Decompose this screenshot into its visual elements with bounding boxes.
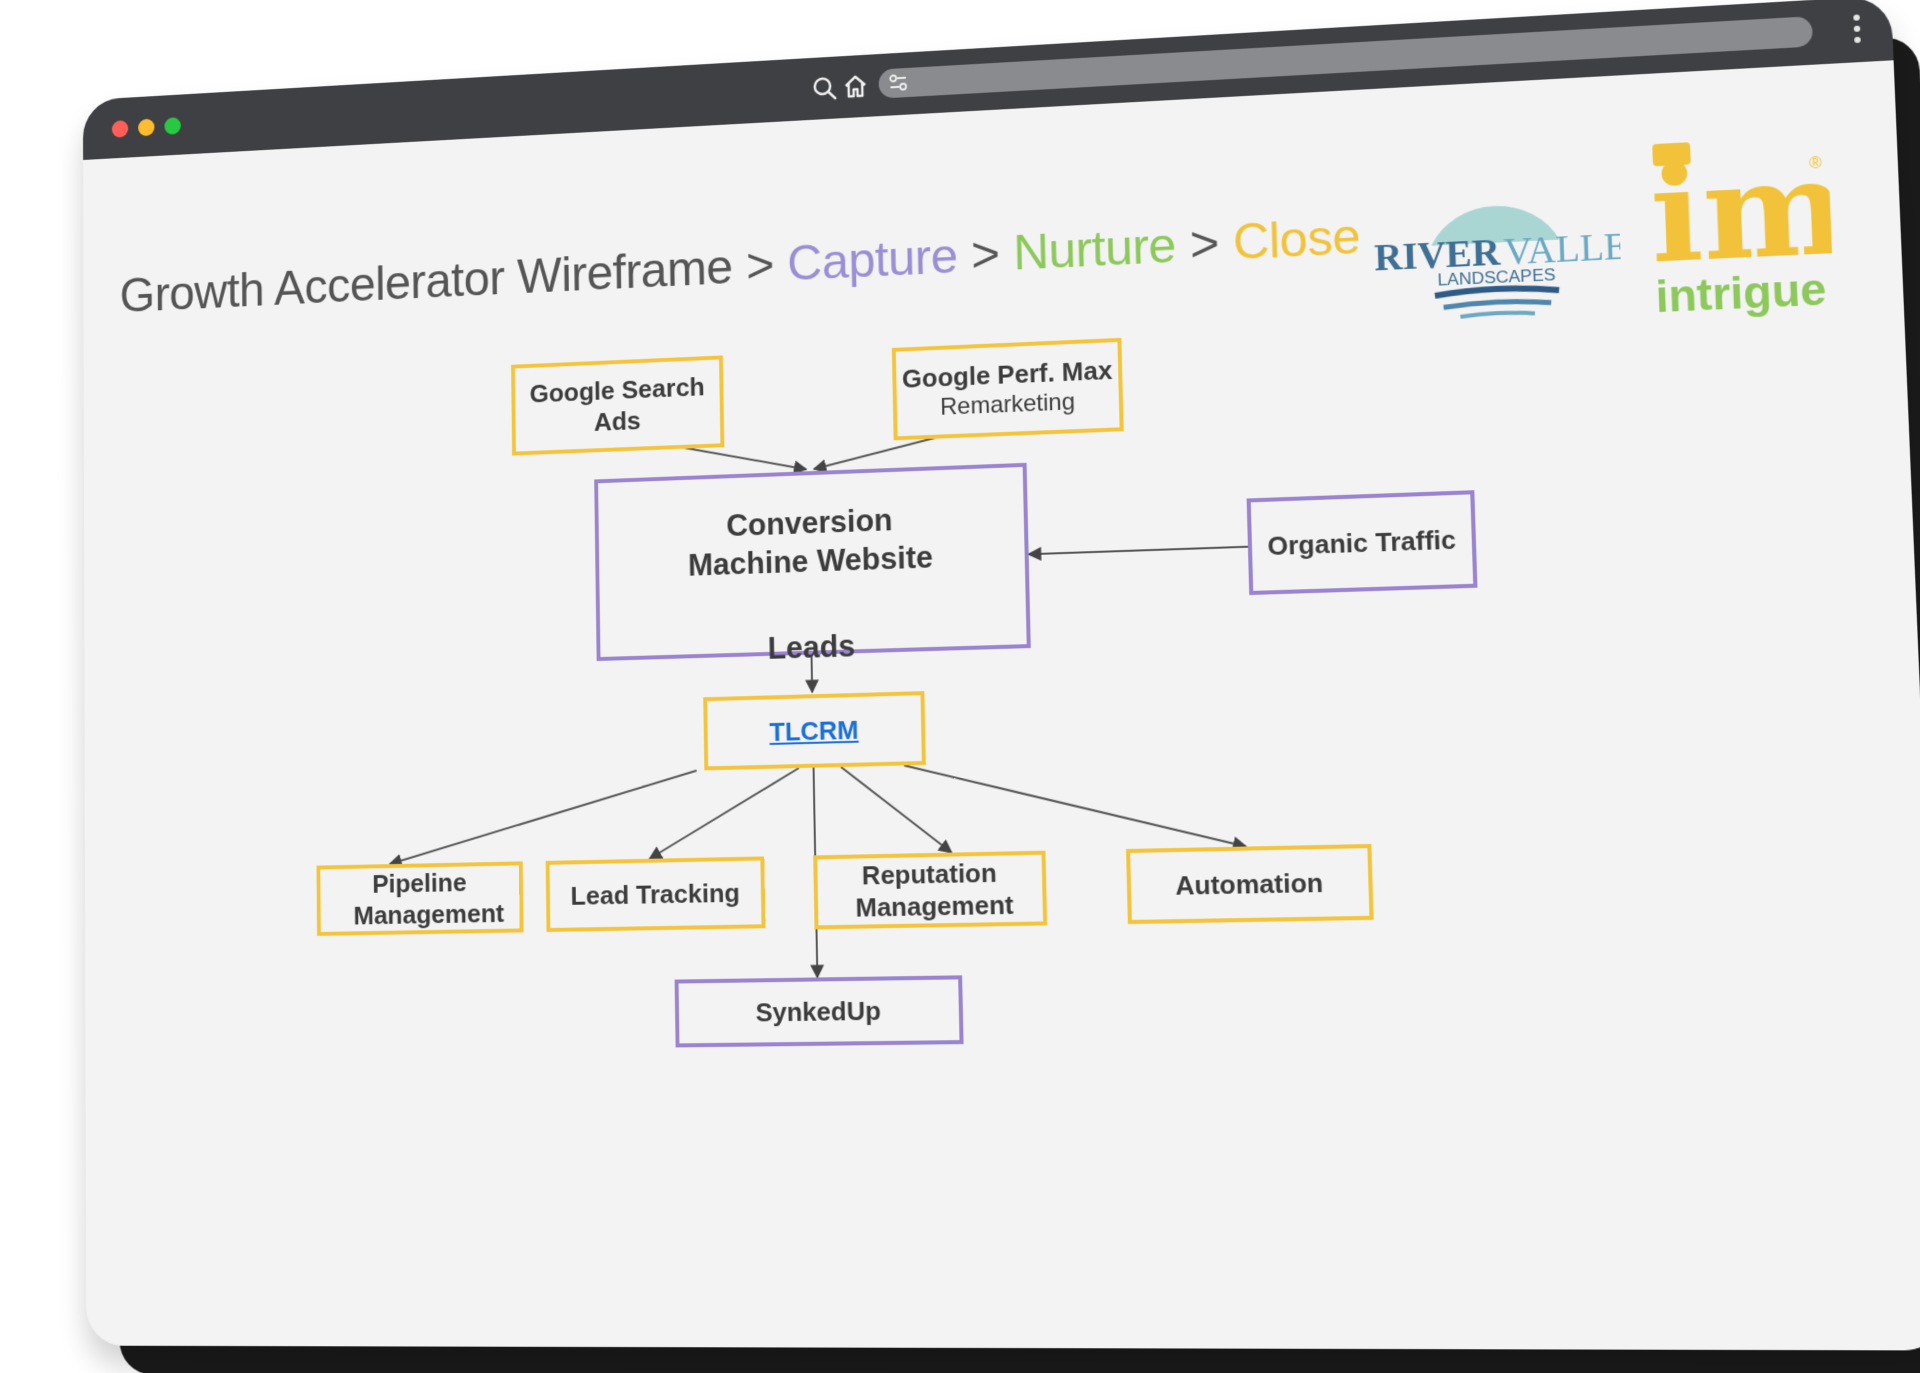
node-label: Automation xyxy=(1174,867,1324,901)
logo-im-registered: ® xyxy=(1809,154,1823,173)
node-label: Organic Traffic xyxy=(1267,524,1457,561)
node-label: Reputation Management xyxy=(855,857,1014,923)
node-label: Conversion Machine Website xyxy=(687,502,934,583)
logo-rv-word2: VALLEY xyxy=(1503,223,1623,273)
flow-diagram: Google Search Ads Google Perf. Max Remar… xyxy=(83,60,1920,1350)
node-reputation-management: Reputation Management xyxy=(813,850,1048,930)
node-organic-traffic: Organic Traffic xyxy=(1246,490,1478,596)
node-google-perf-max: Google Perf. Max Remarketing xyxy=(891,337,1124,441)
close-window-button[interactable] xyxy=(111,120,129,138)
arrow-tlcrm-to-leadtracking xyxy=(648,768,800,859)
river-valley-logo: RIVER VALLEY LANDSCAPES xyxy=(1374,202,1623,336)
node-tlcrm: TLCRM xyxy=(703,691,926,771)
logo-im-mark: im xyxy=(1648,129,1835,293)
search-icon[interactable] xyxy=(811,74,839,103)
tune-icon[interactable] xyxy=(888,74,908,93)
logo-im-name: intrigue xyxy=(1655,264,1828,322)
node-synkedup: SynkedUp xyxy=(674,975,964,1048)
node-automation: Automation xyxy=(1126,843,1374,925)
intrigue-logo: im ® intrigue xyxy=(1648,129,1835,323)
node-leads-label: Leads xyxy=(767,628,856,666)
node-label: Pipeline Management xyxy=(353,866,505,931)
node-label: Google Search Ads xyxy=(529,371,706,437)
node-sublabel: Remarketing xyxy=(939,388,1076,421)
page-content: Growth Accelerator Wireframe>Capture>Nur… xyxy=(83,60,1920,1350)
more-vert-icon[interactable] xyxy=(1851,11,1863,48)
maximize-window-button[interactable] xyxy=(164,117,181,135)
arrow-tlcrm-to-reputation xyxy=(841,764,951,854)
arrow-organic-to-website xyxy=(1029,547,1248,555)
tlcrm-link[interactable]: TLCRM xyxy=(769,714,859,747)
node-label: Google Perf. Max xyxy=(901,354,1113,394)
node-label: SynkedUp xyxy=(755,995,882,1028)
logo-rv-word1: RIVER xyxy=(1374,230,1502,278)
arrow-tlcrm-to-pipeline xyxy=(389,771,698,865)
connector-layer xyxy=(83,60,1920,1350)
browser-window: Growth Accelerator Wireframe>Capture>Nur… xyxy=(83,0,1920,1350)
node-label: Lead Tracking xyxy=(570,877,741,911)
home-icon[interactable] xyxy=(842,72,870,101)
node-google-search-ads: Google Search Ads xyxy=(511,355,725,456)
node-pipeline-management: Pipeline Management xyxy=(316,861,524,936)
node-conversion-machine-website: Conversion Machine Website Leads xyxy=(594,462,1031,665)
node-lead-tracking: Lead Tracking xyxy=(545,856,766,932)
minimize-window-button[interactable] xyxy=(138,118,155,137)
arrow-tlcrm-to-automation xyxy=(904,757,1246,853)
